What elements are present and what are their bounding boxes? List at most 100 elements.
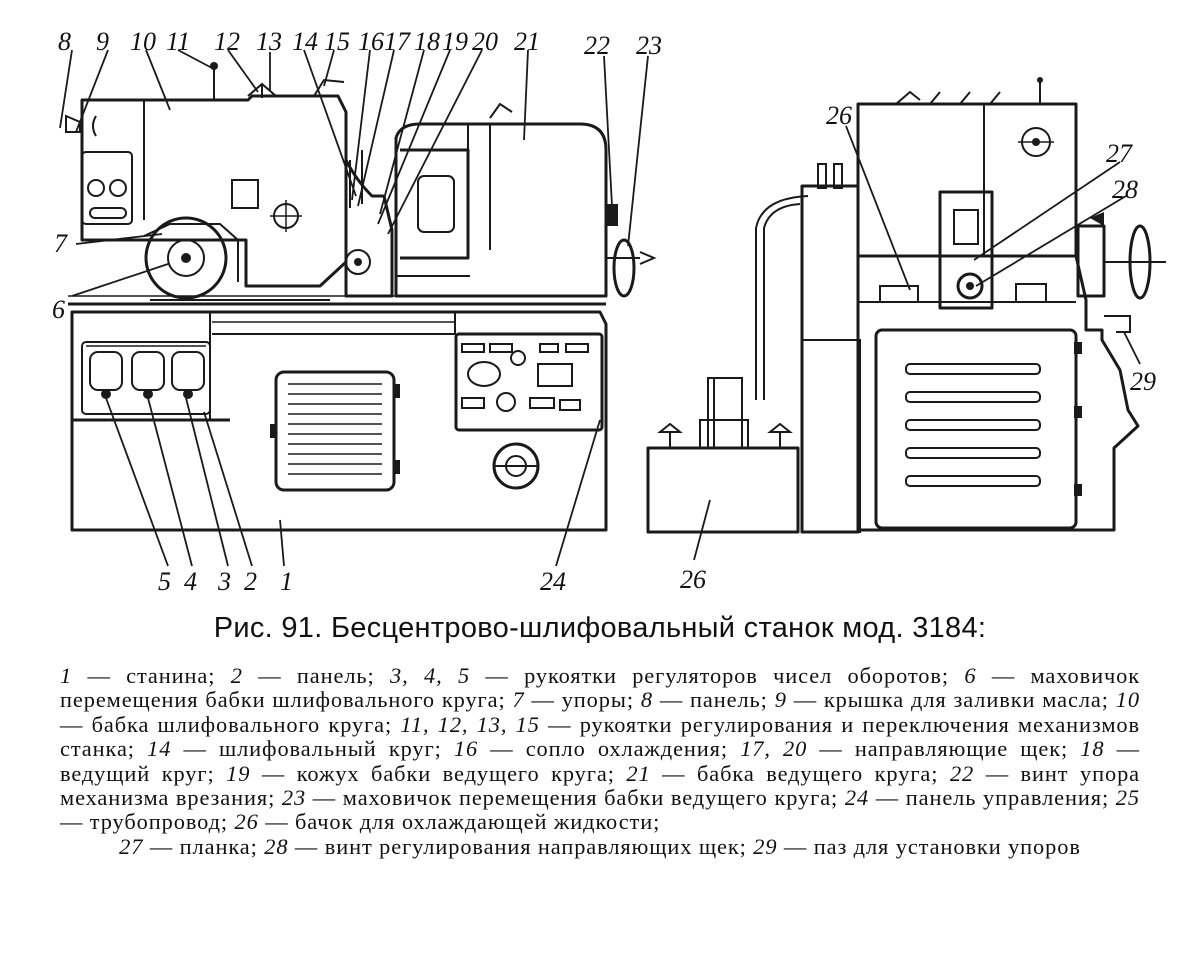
legend-entry: 2 — панель; — [230, 663, 375, 688]
legend-entry: 11, 12, 13, 15 — рукоятки регулирования … — [60, 711, 1140, 762]
callout-20: 20 — [472, 27, 498, 56]
callout-12: 12 — [214, 27, 240, 56]
callout-17: 17 — [384, 27, 411, 56]
legend-entry-number: 8 — [640, 687, 653, 713]
legend-entry-number: 19 — [226, 760, 251, 786]
callout-16: 16 — [358, 27, 384, 56]
legend-entry-text: шлифовальный круг; — [218, 736, 442, 762]
legend-entry-text: планка; — [179, 833, 258, 859]
machine-drawing: 8 9 10 11 12 13 14 15 16 17 18 19 20 21 … — [52, 27, 1166, 596]
callout-11: 11 — [166, 27, 190, 56]
legend-entry: 27 — планка; — [119, 833, 258, 859]
legend-entry-number: 17, 20 — [740, 736, 808, 762]
legend-entry-text: маховичок перемещения бабки ведущего кру… — [342, 785, 839, 811]
legend-entry: 10 — бабка шлифовального круга; — [60, 687, 1140, 737]
legend-entry: 14 — шлифовальный круг; — [147, 736, 442, 762]
callout-27: 27 — [1106, 139, 1133, 168]
callout-1: 1 — [280, 567, 293, 596]
callout-2: 2 — [244, 567, 257, 596]
legend-entry-text: бабка ведущего круга; — [696, 760, 939, 786]
callout-4: 4 — [184, 567, 197, 596]
callout-6: 6 — [52, 295, 65, 324]
legend-entry: 7 — упоры; — [512, 687, 634, 713]
callout-14: 14 — [292, 27, 318, 56]
legend-entry-number: 9 — [774, 687, 787, 713]
legend-entry-text: панель; — [690, 687, 768, 713]
legend-entry-text: паз для установки упоров — [813, 833, 1081, 859]
figure-legend: 1 — станина; 2 — панель; 3, 4, 5 — рукоя… — [60, 663, 1140, 859]
callouts: 8 9 10 11 12 13 14 15 16 17 18 19 20 21 … — [52, 27, 1156, 596]
callout-19: 19 — [442, 27, 468, 56]
callout-15: 15 — [324, 27, 350, 56]
legend-entry-number: 16 — [453, 736, 479, 762]
legend-entry: 18 — ведущий круг; — [60, 736, 1140, 786]
legend-entry-text: трубопровод; — [89, 809, 228, 835]
legend-entry: 6 — маховичок перемещения бабки шлифовал… — [60, 663, 1140, 713]
leader-lines — [59, 49, 1141, 567]
legend-entry-text: кожух бабки ведущего круга; — [296, 760, 615, 786]
legend-entry-text: бабка шлифовального круга; — [91, 711, 393, 737]
machine-figure: 8 9 10 11 12 13 14 15 16 17 18 19 20 21 … — [52, 27, 1166, 596]
legend-entry-number: 10 — [1115, 687, 1140, 713]
legend-entry: 3, 4, 5 — рукоятки регуляторов чисел обо… — [390, 663, 949, 688]
callout-18: 18 — [414, 27, 440, 56]
legend-entry: 25 — трубопровод; — [60, 785, 1140, 835]
legend-entry-text: рукоятки регулирования и переключения ме… — [60, 711, 1140, 762]
legend-entry: 1 — станина; — [60, 663, 216, 688]
front-view — [65, 62, 657, 532]
legend-entry: 17, 20 — направляющие щек; — [740, 736, 1069, 762]
legend-entry-number: 22 — [949, 760, 975, 786]
legend-entry-text: бачок для охлаждающей жидкости; — [295, 809, 661, 835]
legend-entry: 9 — крышка для заливки масла; — [774, 687, 1109, 713]
callout-5: 5 — [158, 567, 171, 596]
legend-entry: 23 — маховичок перемещения бабки ведущег… — [281, 785, 839, 811]
callout-21: 21 — [514, 27, 540, 56]
legend-entry-number: 3, 4, 5 — [390, 663, 471, 688]
legend-entry-text: крышка для заливки масла; — [823, 687, 1109, 713]
legend-entry: 19 — кожух бабки ведущего круга; — [226, 760, 615, 786]
legend-entry-number: 28 — [264, 833, 289, 859]
legend-entry-text: винт упора механизма врезания; — [60, 760, 1141, 811]
legend-entry-number: 26 — [234, 809, 259, 835]
callout-7: 7 — [54, 229, 68, 258]
legend-entry: 8 — панель; — [640, 687, 768, 713]
legend-entry-number: 14 — [147, 736, 172, 762]
legend-entry-number: 21 — [626, 760, 651, 786]
legend-entry: 24 — панель управления; — [844, 785, 1110, 811]
legend-entry-number: 7 — [512, 687, 525, 713]
legend-entry-number: 6 — [964, 663, 977, 688]
legend-entry: 22 — винт упора механизма врезания; — [60, 760, 1141, 811]
figure-caption: Рис. 91. Бесцентрово-шлифовальный станок… — [213, 612, 987, 644]
callout-28: 28 — [1112, 175, 1138, 204]
legend-entry-text: маховичок перемещения бабки шлифовальног… — [60, 663, 1140, 713]
legend-entry: 26 — бачок для охлаждающей жидкости; — [234, 809, 661, 835]
legend-entry-text: ведущий круг; — [60, 760, 215, 786]
legend-entry: 16 — сопло охлаждения; — [453, 736, 729, 762]
callout-26-top: 26 — [826, 101, 852, 130]
callout-23: 23 — [636, 31, 662, 60]
legend-entry-number: 25 — [1115, 785, 1140, 811]
legend-entry-text: направляющие щек; — [854, 736, 1069, 762]
side-view — [646, 77, 1166, 534]
legend-entry-text: сопло охлаждения; — [525, 736, 729, 762]
legend-entry-number: 24 — [844, 785, 870, 811]
callout-26-bottom: 26 — [680, 565, 706, 594]
legend-last-line: 27 — планка; 28 — винт регулирования нап… — [60, 833, 1140, 859]
legend-entry: 28 — винт регулирования направляющих щек… — [264, 833, 747, 859]
legend-entry-text: рукоятки регуляторов чисел оборотов; — [524, 663, 949, 688]
legend-entry-number: 18 — [1080, 736, 1105, 762]
legend-entry-text: панель; — [296, 663, 375, 688]
legend-entry-text: панель управления; — [905, 785, 1110, 811]
callout-29: 29 — [1130, 367, 1156, 396]
callout-13: 13 — [256, 27, 282, 56]
callout-9: 9 — [96, 27, 109, 56]
legend-entry-text: упоры; — [561, 687, 634, 713]
legend-entry-number: 11, 12, 13, 15 — [400, 711, 540, 737]
callout-24: 24 — [540, 567, 566, 596]
legend-entry-number: 2 — [230, 663, 243, 688]
legend-entry-number: 29 — [753, 833, 778, 859]
legend-entry: 29 — паз для установки упоров — [753, 833, 1081, 859]
legend-body: 1 — станина; 2 — панель; 3, 4, 5 — рукоя… — [60, 663, 1140, 834]
callout-3: 3 — [217, 567, 231, 596]
callout-8: 8 — [58, 27, 71, 56]
